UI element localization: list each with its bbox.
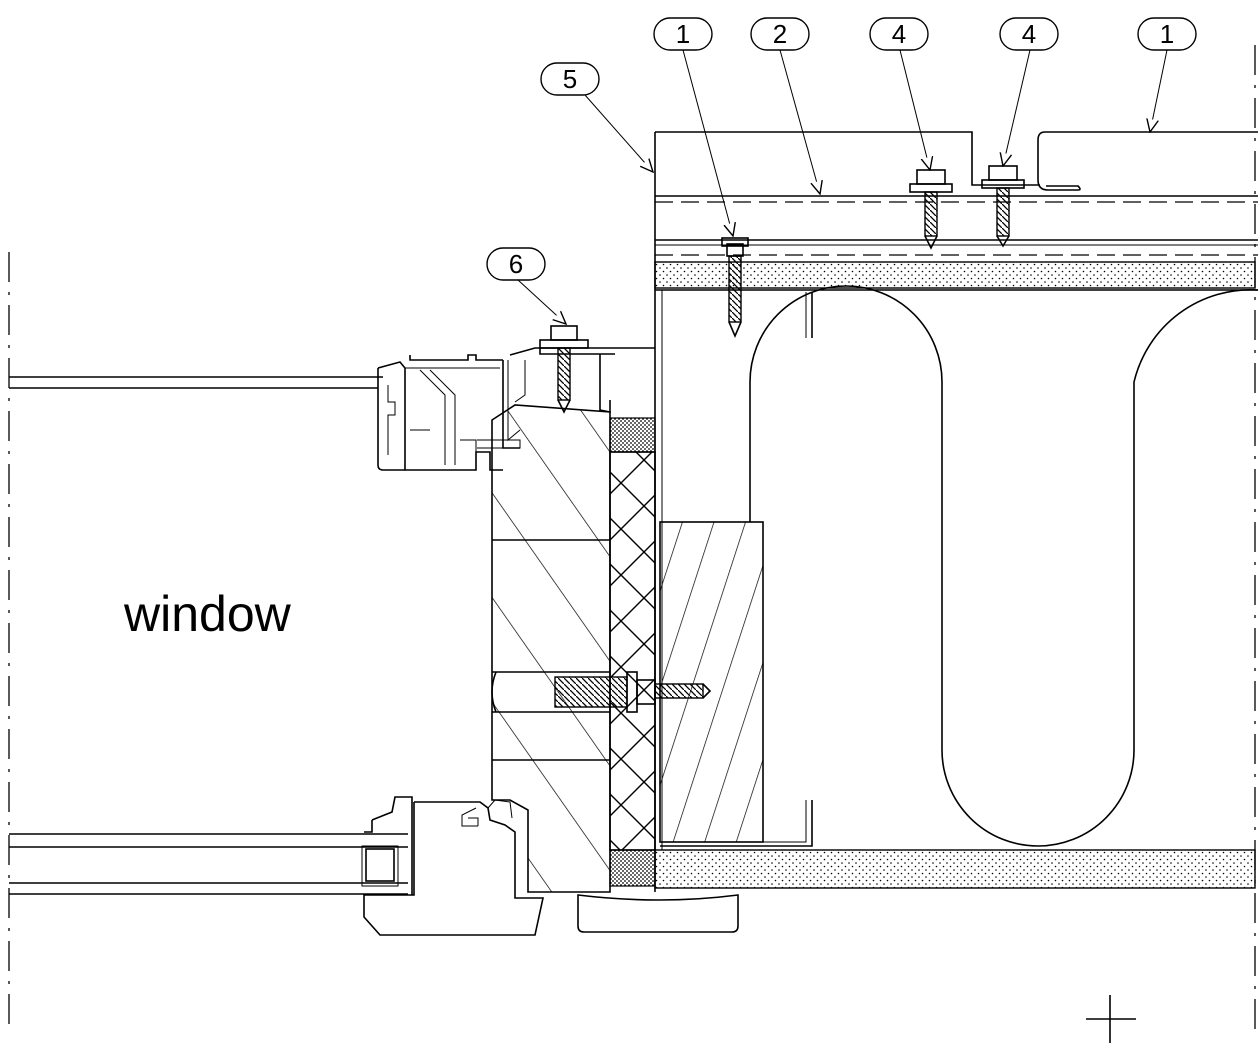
timber-subframe xyxy=(491,404,611,893)
window-label: window xyxy=(123,586,292,642)
callout-2-text: 2 xyxy=(773,19,787,49)
callout-6: 6 xyxy=(486,247,546,281)
callout-4b: 4 xyxy=(999,17,1059,51)
panel-cutouts xyxy=(749,285,1259,847)
callout-1-text: 1 xyxy=(1160,19,1174,49)
callout-2: 2 xyxy=(750,17,810,51)
insulation-strip xyxy=(609,417,656,887)
horizontal-anchor xyxy=(491,671,712,713)
window-glass-top xyxy=(9,376,383,389)
callout-5: 5 xyxy=(540,62,600,96)
bottom-cover xyxy=(577,894,739,933)
screw-6 xyxy=(539,325,589,414)
lower-frame-profile xyxy=(363,796,544,936)
screw-4a xyxy=(909,169,953,250)
screw-3 xyxy=(721,237,749,339)
callout-4a: 4 xyxy=(869,17,929,51)
crosshair-mark xyxy=(1086,995,1136,1043)
wall-panel xyxy=(654,131,1258,892)
callout-3-text: 1 xyxy=(676,19,690,49)
cladding-profile xyxy=(1037,131,1258,191)
callout-4b-text: 4 xyxy=(1022,19,1036,49)
window-glass-bottom xyxy=(9,833,408,895)
screw-4b xyxy=(981,165,1025,248)
callout-1: 1 xyxy=(1137,17,1197,51)
callout-5-text: 5 xyxy=(563,64,577,94)
timber-block xyxy=(659,521,764,843)
callout-6-text: 6 xyxy=(509,249,523,279)
callout-3: 1 xyxy=(653,17,713,51)
callout-4a-text: 4 xyxy=(892,19,906,49)
leader-lines xyxy=(517,49,1168,324)
